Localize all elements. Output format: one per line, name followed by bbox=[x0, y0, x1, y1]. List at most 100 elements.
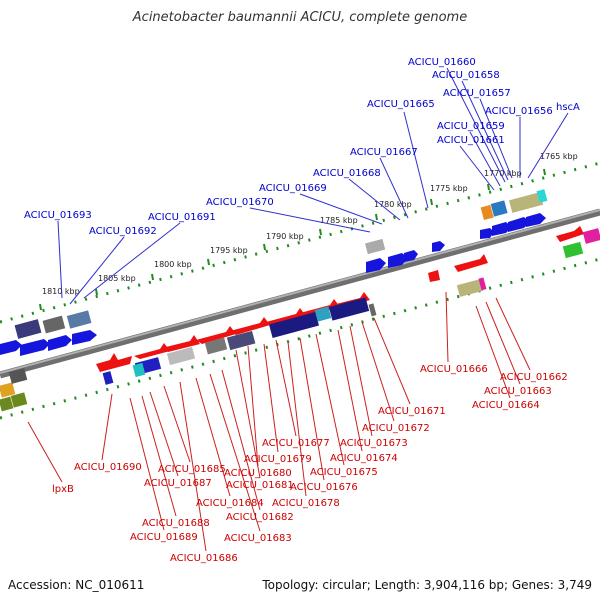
gene-label-acicu_01681[interactable]: ACICU_01681 bbox=[226, 480, 294, 491]
gene-box[interactable] bbox=[226, 330, 256, 351]
gene-label-acicu_01673[interactable]: ACICU_01673 bbox=[340, 438, 408, 449]
kbp-tick bbox=[430, 198, 433, 206]
gene-label-acicu_01683[interactable]: ACICU_01683 bbox=[224, 533, 292, 544]
gene-arrow[interactable] bbox=[48, 335, 72, 351]
gene-arrow[interactable] bbox=[388, 253, 408, 268]
gene-box[interactable] bbox=[66, 310, 92, 329]
gene-arrow[interactable] bbox=[230, 317, 270, 335]
gene-arrow[interactable] bbox=[508, 217, 530, 232]
gene-label-acicu_01676[interactable]: ACICU_01676 bbox=[290, 482, 358, 493]
gene-box[interactable] bbox=[490, 200, 508, 217]
gene-label-acicu_01685[interactable]: ACICU_01685 bbox=[158, 464, 226, 475]
gene-arrow[interactable] bbox=[454, 254, 488, 272]
gene-label-acicu_01693[interactable]: ACICU_01693 bbox=[24, 210, 92, 221]
gene-arrow[interactable] bbox=[480, 228, 494, 239]
gene-label-acicu_01660[interactable]: ACICU_01660 bbox=[408, 57, 476, 68]
gene-arrow[interactable] bbox=[72, 330, 97, 345]
gene-label-acicu_01682[interactable]: ACICU_01682 bbox=[226, 512, 294, 523]
gene-box[interactable] bbox=[314, 306, 332, 322]
gene-box[interactable] bbox=[8, 368, 28, 384]
gene-arrow[interactable] bbox=[134, 343, 170, 359]
gene-box[interactable] bbox=[0, 382, 16, 398]
gene-box[interactable] bbox=[166, 346, 196, 366]
gene-arrow[interactable] bbox=[96, 353, 132, 372]
gene-label-acicu_01661[interactable]: ACICU_01661 bbox=[437, 135, 505, 146]
gene-label-acicu_01671[interactable]: ACICU_01671 bbox=[378, 406, 446, 417]
gene-box[interactable] bbox=[478, 277, 487, 291]
gene-arrow[interactable] bbox=[526, 213, 546, 227]
leader-line bbox=[83, 222, 181, 299]
gene-box[interactable] bbox=[562, 241, 584, 259]
gene-box[interactable] bbox=[456, 279, 484, 297]
gene-box[interactable] bbox=[14, 319, 42, 339]
gene-box[interactable] bbox=[102, 371, 114, 385]
gene-box[interactable] bbox=[480, 204, 494, 221]
gene-label-acicu_01667[interactable]: ACICU_01667 bbox=[350, 147, 418, 158]
leader-line bbox=[179, 381, 207, 552]
kbp-label: 1800 kbp bbox=[154, 260, 192, 269]
gene-arrow[interactable] bbox=[432, 241, 445, 252]
gene-arrow[interactable] bbox=[162, 335, 200, 352]
gene-label-acicu_01690[interactable]: ACICU_01690 bbox=[74, 462, 142, 473]
gene-box[interactable] bbox=[368, 303, 377, 317]
gene-label-acicu_01688[interactable]: ACICU_01688 bbox=[142, 518, 210, 529]
gene-arrow[interactable] bbox=[300, 299, 340, 317]
gene-box[interactable] bbox=[536, 189, 548, 203]
gene-label-acicu_01691[interactable]: ACICU_01691 bbox=[148, 212, 216, 223]
gene-label-acicu_01666[interactable]: ACICU_01666 bbox=[420, 364, 488, 375]
gene-box[interactable] bbox=[508, 192, 544, 213]
gene-arrow[interactable] bbox=[404, 250, 418, 262]
gene-arrow[interactable] bbox=[20, 339, 50, 356]
gene-label-acicu_01669[interactable]: ACICU_01669 bbox=[259, 183, 327, 194]
gene-label-acicu_01657[interactable]: ACICU_01657 bbox=[443, 88, 511, 99]
gene-label-acicu_01665[interactable]: ACICU_01665 bbox=[367, 99, 435, 110]
gene-label-acicu_01670[interactable]: ACICU_01670 bbox=[206, 197, 274, 208]
gene-box[interactable] bbox=[328, 297, 370, 321]
gene-box[interactable] bbox=[204, 337, 228, 355]
gene-box[interactable] bbox=[269, 312, 319, 338]
gene-arrow[interactable] bbox=[266, 308, 306, 326]
gene-arrow[interactable] bbox=[556, 226, 584, 242]
gene-label-acicu_01672[interactable]: ACICU_01672 bbox=[362, 423, 430, 434]
gene-box[interactable] bbox=[42, 315, 66, 334]
gene-arrow[interactable] bbox=[428, 270, 440, 282]
gene-label-acicu_01656[interactable]: ACICU_01656 bbox=[485, 106, 553, 117]
leader-line bbox=[235, 349, 261, 479]
gene-label-acicu_01679[interactable]: ACICU_01679 bbox=[244, 454, 312, 465]
kbp-label: 1775 kbp bbox=[430, 184, 468, 193]
gene-label-acicu_01684[interactable]: ACICU_01684 bbox=[196, 498, 264, 509]
gene-box[interactable] bbox=[582, 228, 600, 244]
gene-box[interactable] bbox=[132, 362, 146, 378]
gene-label-acicu_01663[interactable]: ACICU_01663 bbox=[484, 386, 552, 397]
gene-arrow[interactable] bbox=[492, 222, 512, 236]
gene-label-acicu_01678[interactable]: ACICU_01678 bbox=[272, 498, 340, 509]
kbp-tick bbox=[319, 228, 322, 236]
leader-line bbox=[275, 339, 297, 437]
gene-label-acicu_01692[interactable]: ACICU_01692 bbox=[89, 226, 157, 237]
leader-line bbox=[299, 337, 325, 481]
gene-label-acicu_01680[interactable]: ACICU_01680 bbox=[224, 468, 292, 479]
gene-label-acicu_01668[interactable]: ACICU_01668 bbox=[313, 168, 381, 179]
gene-label-acicu_01664[interactable]: ACICU_01664 bbox=[472, 400, 540, 411]
gene-label-acicu_01659[interactable]: ACICU_01659 bbox=[437, 121, 505, 132]
gene-arrow[interactable] bbox=[366, 258, 386, 273]
gene-arrow[interactable] bbox=[196, 326, 236, 344]
gene-label-hsca[interactable]: hscA bbox=[556, 102, 580, 113]
gene-box[interactable] bbox=[365, 238, 386, 255]
gene-box[interactable] bbox=[10, 392, 28, 408]
gene-label-acicu_01687[interactable]: ACICU_01687 bbox=[144, 478, 212, 489]
gene-label-acicu_01686[interactable]: ACICU_01686 bbox=[170, 553, 238, 564]
gene-arrow[interactable] bbox=[0, 340, 22, 355]
leader-line bbox=[263, 343, 279, 453]
gene-label-lpxb[interactable]: lpxB bbox=[52, 484, 74, 495]
gene-label-acicu_01658[interactable]: ACICU_01658 bbox=[432, 70, 500, 81]
gene-box[interactable] bbox=[0, 396, 14, 412]
gene-label-acicu_01674[interactable]: ACICU_01674 bbox=[330, 453, 398, 464]
inner-gene-arrows bbox=[0, 226, 600, 412]
gene-label-acicu_01677[interactable]: ACICU_01677 bbox=[262, 438, 330, 449]
gene-label-acicu_01662[interactable]: ACICU_01662 bbox=[500, 372, 568, 383]
leader-line bbox=[315, 333, 345, 466]
gene-label-acicu_01675[interactable]: ACICU_01675 bbox=[310, 467, 378, 478]
gene-label-acicu_01689[interactable]: ACICU_01689 bbox=[130, 532, 198, 543]
